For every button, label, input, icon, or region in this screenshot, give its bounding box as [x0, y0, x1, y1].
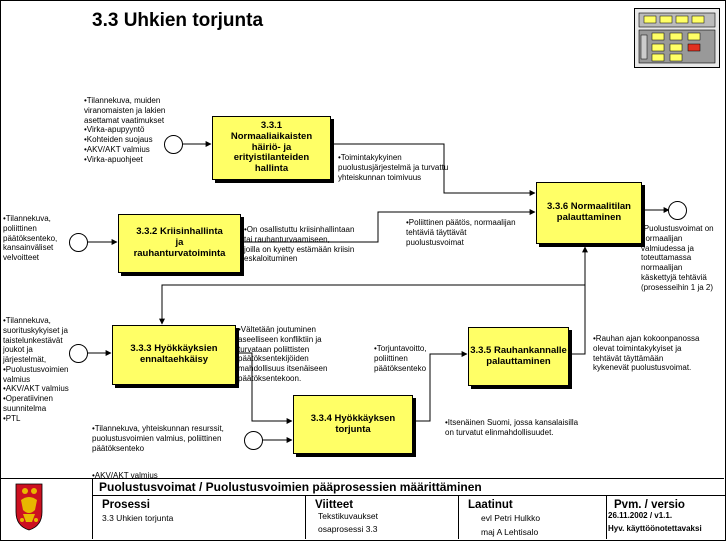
note-political-decision: •Poliittinen päätös, normaalijan tehtävi…	[406, 218, 516, 247]
input-note-stub: •AKV/AKT valmius	[92, 471, 158, 480]
note-torjuntavoitto: •Torjuntavoitto, poliittinen päätöksente…	[374, 344, 427, 373]
footer-pvm-label: Pvm. / versio	[614, 499, 685, 511]
arrow-331-336	[330, 143, 536, 196]
footer-table: Puolustusvoimat / Puolustusvoimien pääpr…	[0, 478, 726, 539]
page-title: 3.3 Uhkien torjunta	[92, 10, 264, 31]
start-event-331	[164, 135, 183, 154]
thumbnail-graphic	[638, 12, 716, 64]
footer-viitteet-value1: Tekstikuvaukset	[318, 511, 378, 521]
process-box-336[interactable]: 3.3.6 Normaalitilan palauttaminen	[536, 182, 642, 244]
process-map-thumbnail[interactable]	[634, 8, 720, 68]
coat-of-arms-logo	[14, 482, 44, 532]
footer-laatinut-value1: evl Petri Hulkko	[481, 513, 541, 523]
output-note-332: •On osallistuttu kriisinhallintaan tai r…	[244, 225, 355, 264]
process-box-333[interactable]: 3.3.3 Hyökkäyksien ennaltaehkäisy	[112, 325, 236, 385]
input-note-333: •Tilannekuva, suorituskykyiset ja taiste…	[3, 316, 69, 423]
footer-viitteet-value2: osaprosessi 3.3	[318, 524, 378, 534]
note-rauhan-ajan: •Rauhan ajan kokoonpanossa olevat toimin…	[593, 334, 700, 373]
footer-banner: Puolustusvoimat / Puolustusvoimien pääpr…	[93, 479, 726, 496]
output-note-334: •Itsenäinen Suomi, jossa kansalaisilla o…	[445, 418, 579, 437]
start-event-333	[69, 344, 88, 363]
flow-connectors	[87, 141, 670, 443]
process-box-331[interactable]: 3.3.1 Normaaliaikaisten häiriö- ja erity…	[212, 116, 331, 180]
arrow-335-336	[568, 246, 588, 355]
footer-laatinut-label: Laatinut	[468, 499, 513, 511]
output-note-333: •Vältetään joutuminen aseelliseen konfli…	[238, 325, 328, 383]
footer-viitteet-label: Viitteet	[315, 499, 354, 511]
footer-prosessi-value: 3.3 Uhkien torjunta	[102, 513, 174, 523]
arrow-332-336	[240, 209, 536, 243]
input-note-331: •Tilannekuva, muiden viranomaisten ja la…	[84, 96, 166, 164]
input-note-334: •Tilannekuva, yhteiskunnan resurssit, pu…	[92, 424, 224, 453]
start-event-334	[244, 431, 263, 450]
start-event-332	[69, 233, 88, 252]
process-box-332[interactable]: 3.3.2 Kriisinhallinta ja rauhanturvatoim…	[118, 214, 241, 273]
footer-pvm-value2: Hyv. käyttöönotettavaksi	[608, 524, 702, 533]
note-final-outcome: •Puolustusvoimat on normaalijan valmiude…	[641, 224, 714, 292]
end-event-336	[668, 201, 687, 220]
input-note-332: •Tilannekuva, poliittinen päätöksenteko,…	[3, 214, 58, 262]
output-note-331: •Toimintakykyinen puolustusjärjestelmä j…	[338, 153, 449, 182]
arrow-334-335	[412, 351, 468, 422]
footer-pvm-value1: 26.11.2002 / v1.1.	[608, 511, 673, 520]
process-box-334[interactable]: 3.3.4 Hyökkäyksen torjunta	[293, 395, 413, 454]
process-box-335[interactable]: 3.3.5 Rauhankannalle palauttaminen	[468, 327, 569, 386]
arrow-333-334	[235, 352, 293, 424]
footer-prosessi-label: Prosessi	[102, 499, 150, 511]
footer-laatinut-value2: maj A Lehtisalo	[481, 527, 539, 537]
